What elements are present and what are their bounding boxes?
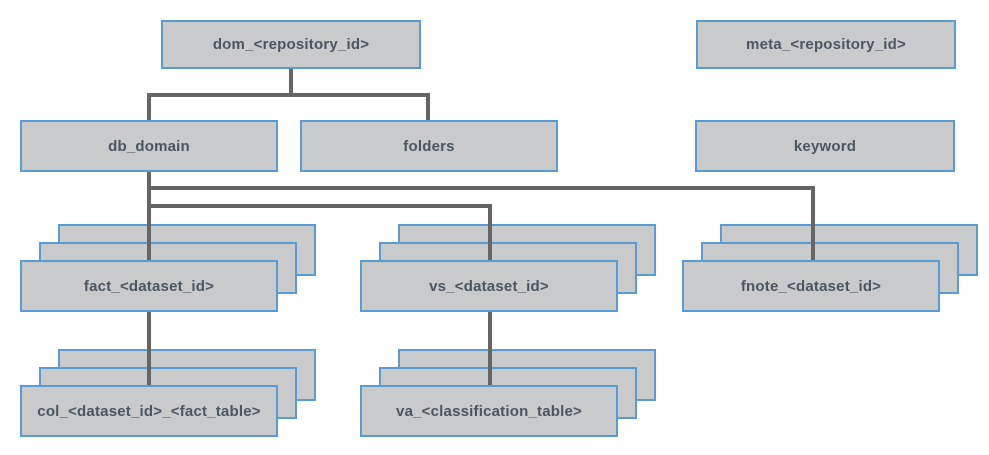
node-va-classification: va_<classification_table>: [360, 385, 618, 437]
node-folders: folders: [300, 120, 558, 172]
node-vs-dataset: vs_<dataset_id>: [360, 260, 618, 312]
connector-db-fnote-horiz: [147, 186, 815, 190]
connector-dom-children: [147, 93, 430, 97]
connector-to-folders: [426, 93, 430, 120]
node-db-domain: db_domain: [20, 120, 278, 172]
connector-to-db-domain: [147, 93, 151, 120]
node-keyword: keyword: [695, 120, 955, 172]
node-dom-repository: dom_<repository_id>: [161, 20, 421, 69]
connector-db-vs-horiz: [147, 204, 492, 208]
connector-to-fnote: [811, 186, 815, 260]
connector-dom-branch: [289, 69, 293, 97]
node-fact-dataset: fact_<dataset_id>: [20, 260, 278, 312]
node-fnote-dataset: fnote_<dataset_id>: [682, 260, 940, 312]
node-col-dataset-fact: col_<dataset_id>_<fact_table>: [20, 385, 278, 437]
node-meta-repository: meta_<repository_id>: [696, 20, 956, 69]
